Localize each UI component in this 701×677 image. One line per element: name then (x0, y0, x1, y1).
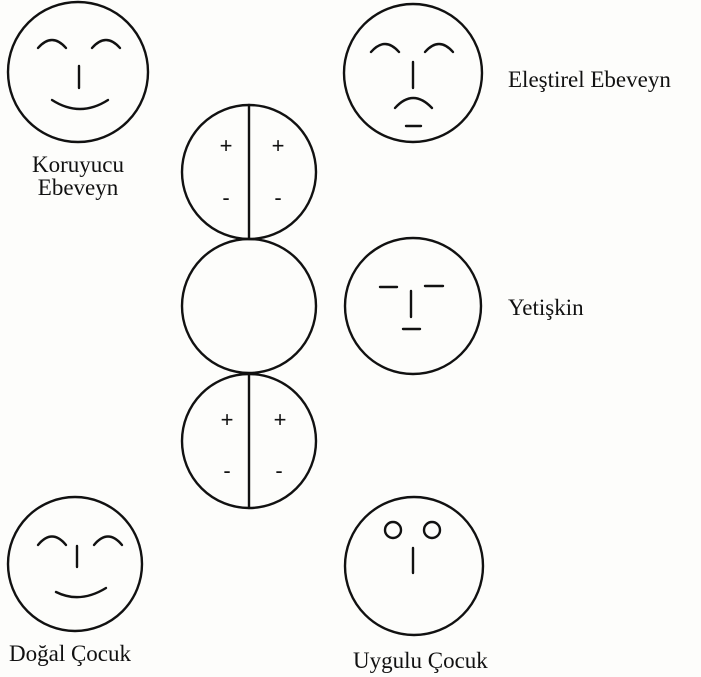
right-eye (423, 42, 455, 54)
dogal-cocuk-face (6, 495, 144, 633)
plus-right-sign: + (274, 407, 287, 432)
koruyucu-ebeveyn-face (6, 0, 150, 144)
right-eye (90, 38, 122, 50)
left-eye (369, 42, 401, 54)
smiling-mouth (54, 586, 108, 599)
plus-left-sign: + (220, 133, 233, 158)
left-eye (383, 520, 403, 540)
uygulu-cocuk-face (343, 495, 485, 637)
adult-ego-state (180, 237, 318, 375)
left-eye (36, 535, 68, 547)
dogal-cocuk-label: Doğal Çocuk (9, 641, 132, 666)
minus-right-sign: - (275, 458, 282, 483)
label-line-2: Ebeveyn (37, 175, 119, 200)
minus-left-sign: - (222, 185, 229, 210)
yetiskin-label: Yetişkin (508, 295, 584, 320)
elestirel-ebeveyn-face (342, 2, 484, 144)
face-outline (342, 2, 484, 144)
face-outline (343, 495, 485, 637)
parent-ego-state: + + - - (180, 103, 318, 241)
minus-right-sign: - (274, 185, 281, 210)
face-outline (343, 236, 483, 376)
child-ego-state: + + - - (180, 372, 318, 510)
plus-right-sign: + (272, 133, 285, 158)
uygulu-cocuk-label: Uygulu Çocuk (353, 648, 488, 673)
right-eye (422, 520, 442, 540)
minus-left-sign: - (223, 458, 230, 483)
right-eye (92, 535, 124, 547)
smiling-mouth (50, 98, 110, 111)
koruyucu-ebeveyn-label: Koruyucu Ebeveyn (18, 153, 138, 199)
label-line-1: Koruyucu (32, 152, 124, 177)
elestirel-ebeveyn-label: Eleştirel Ebeveyn (508, 67, 671, 92)
frowning-mouth (393, 96, 434, 110)
left-eye (36, 38, 68, 50)
plus-left-sign: + (221, 407, 234, 432)
face-outline (6, 495, 144, 633)
yetiskin-face (343, 236, 483, 376)
face-outline (6, 0, 150, 144)
